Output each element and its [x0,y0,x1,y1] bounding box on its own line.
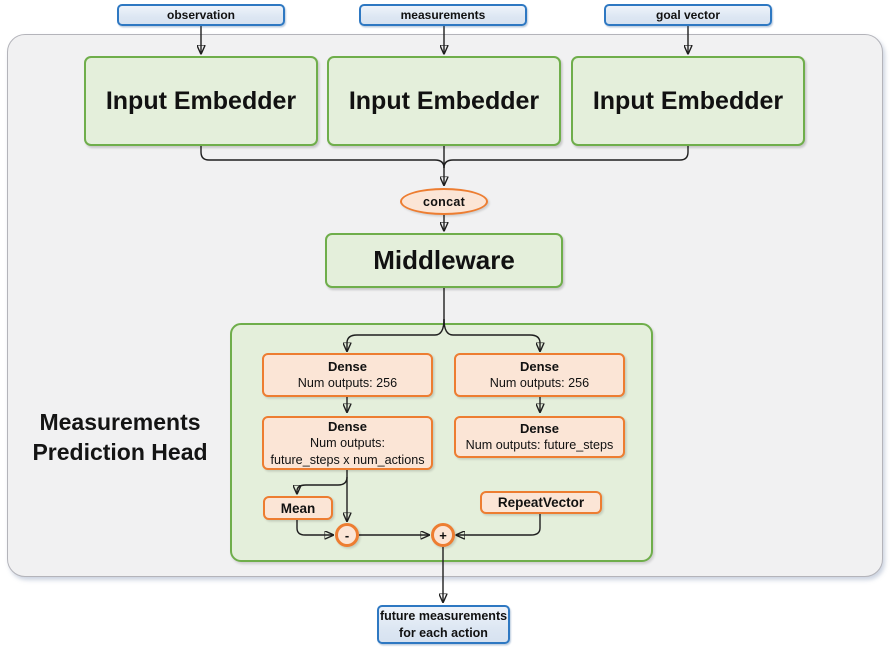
mean-label: Mean [280,500,316,516]
output-label-line2: for each action [399,625,488,640]
repeat-vector-label: RepeatVector [497,495,585,510]
arrow-repeatvector-to-plus [457,514,541,535]
arrow-mean-to-minus [296,520,333,535]
dense-left-1: Dense Num outputs: 256 [262,353,433,397]
dense-title: Dense [327,359,368,374]
prediction-head-title-line2: Prediction Head [32,439,208,465]
dense-subtitle: Num outputs: 256 [489,376,590,390]
dense-subtitle: future_steps x num_actions [270,452,425,467]
arrow-branch-to-mean [297,476,348,494]
concat-label: concat [422,194,466,209]
concat-node: concat [400,188,488,215]
middleware-label: Middleware [373,245,515,275]
input-embedder-label: Input Embedder [105,86,297,115]
output-label-line1: future measurements [379,608,508,623]
prediction-head-title: Measurements Prediction Head [15,407,225,467]
prediction-head-title-line1: Measurements [39,409,201,435]
dense-subtitle: Num outputs: [310,435,385,450]
input-box-observation: observation [117,4,285,26]
output-box: future measurements for each action [377,605,510,644]
input-box-goal-vector: goal vector [604,4,772,26]
input-box-measurements: measurements [359,4,527,26]
dense-right-1: Dense Num outputs: 256 [454,353,625,397]
input-box-goal-vector-label: goal vector [655,8,721,22]
plus-node: + [431,523,455,547]
arrow-split-to-dense-left [347,318,445,351]
repeat-vector-box: RepeatVector [480,491,602,514]
merge-line-left [200,146,445,169]
dense-subtitle: Num outputs: 256 [297,376,398,390]
minus-label: - [344,527,350,543]
dense-title: Dense [519,359,560,374]
middleware-box: Middleware [325,233,563,288]
input-embedder-label: Input Embedder [348,86,540,115]
mean-box: Mean [263,496,333,520]
arrow-split-to-dense-right [443,318,540,351]
input-embedder-label: Input Embedder [592,86,784,115]
dense-left-2: Dense Num outputs: future_steps x num_ac… [262,416,433,470]
dense-title: Dense [519,421,560,436]
input-box-measurements-label: measurements [400,8,486,22]
input-embedder-box-1: Input Embedder [84,56,318,146]
minus-node: - [335,523,359,547]
input-embedder-box-2: Input Embedder [327,56,561,146]
dense-right-2: Dense Num outputs: future_steps [454,416,625,458]
dense-subtitle: Num outputs: future_steps [465,438,614,452]
input-box-observation-label: observation [166,8,235,22]
merge-line-right [443,146,689,169]
dense-title: Dense [327,418,368,434]
input-embedder-box-3: Input Embedder [571,56,805,146]
plus-label: + [439,527,447,543]
